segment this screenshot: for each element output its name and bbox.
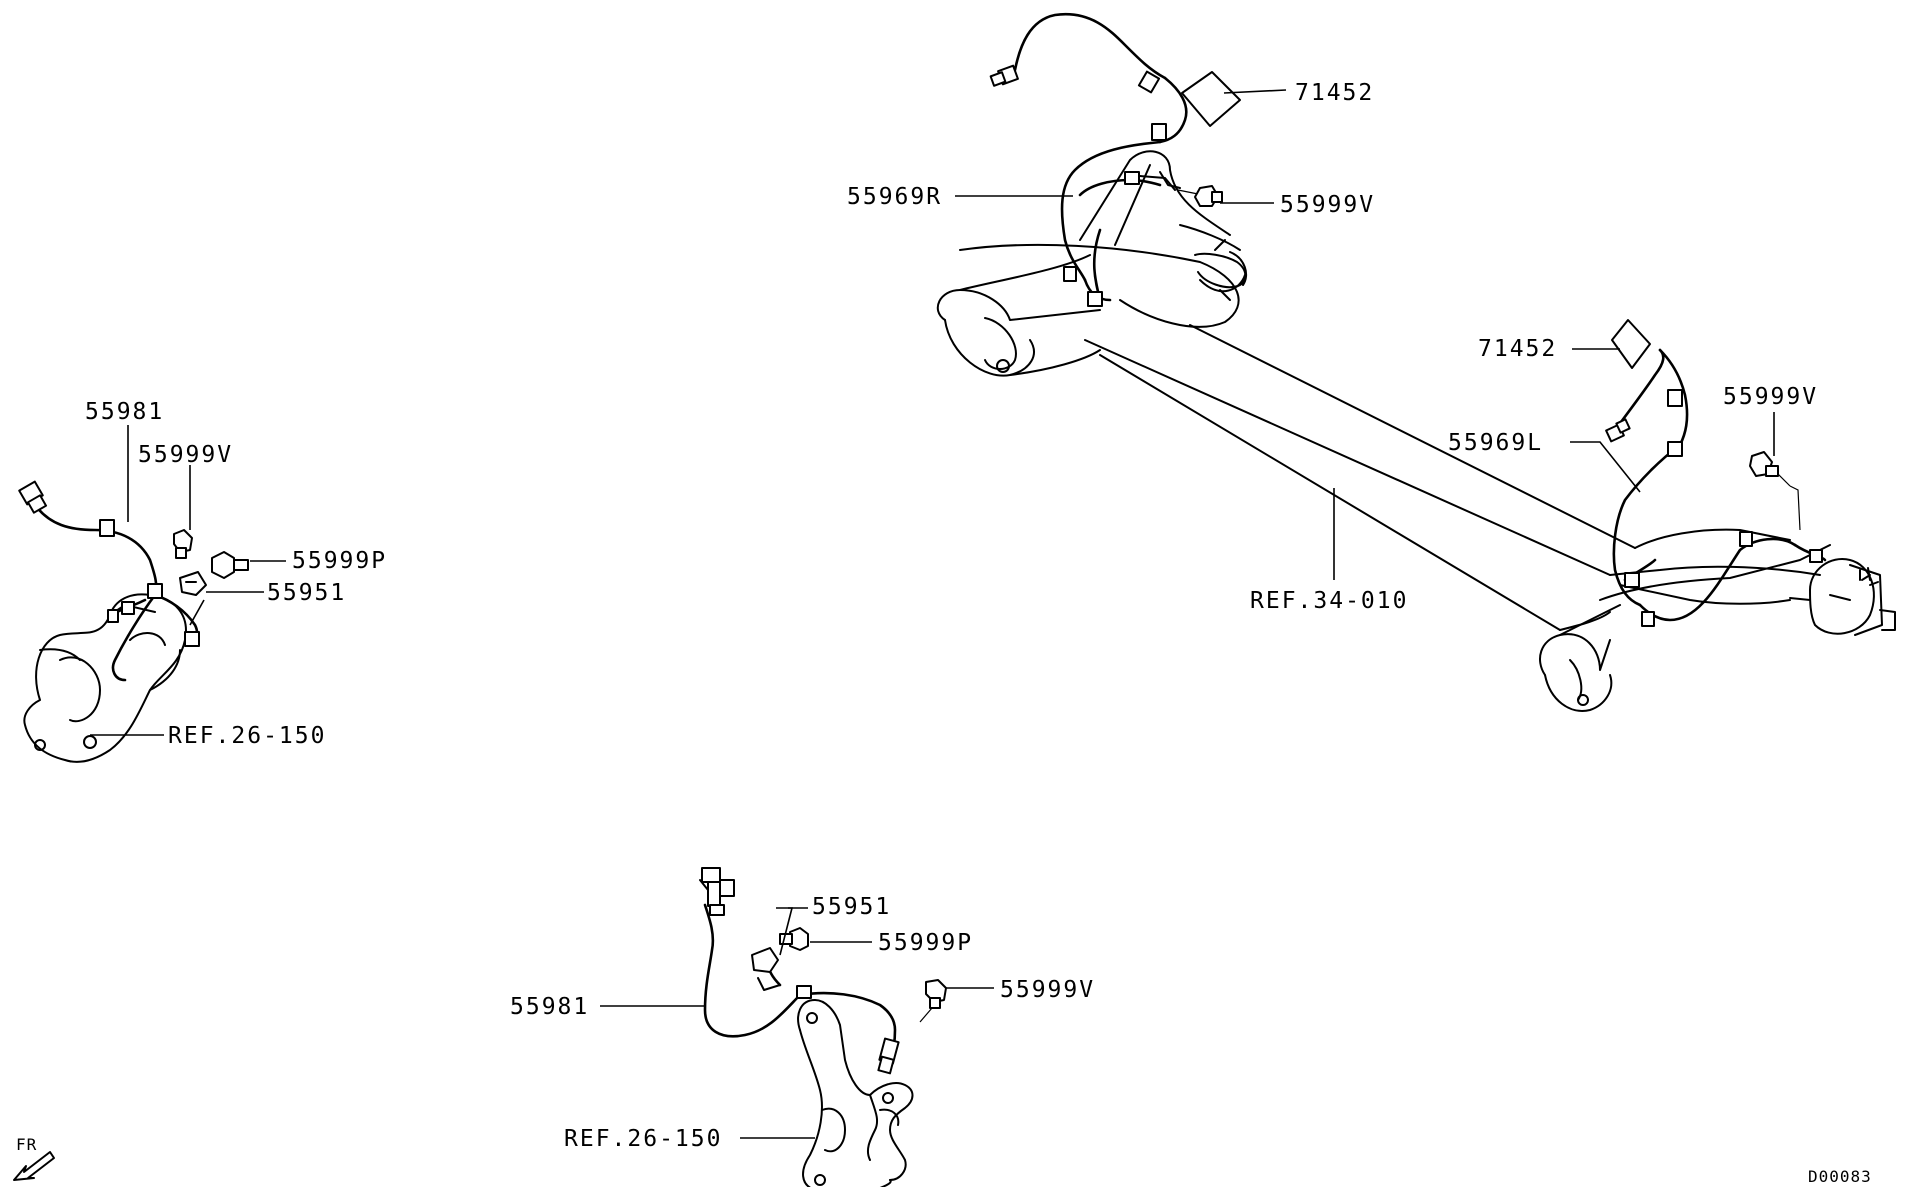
rear-left-bolt-55999v [1749,451,1801,531]
label-axle-ref: REF.34-010 [1250,588,1408,614]
label-front-right-55981: 55981 [510,994,589,1020]
label-front-left-55951: 55951 [267,580,346,606]
label-front-left-ref: REF.26-150 [168,723,326,749]
callouts: 71452 55969R 55999V 71452 55999V 55969L … [85,80,1818,1152]
front-arrow-icon [13,1151,55,1181]
label-front-right-55999v: 55999V [1000,977,1095,1003]
label-rear-55969l: 55969L [1448,430,1543,456]
front-right-knuckle [797,999,914,1187]
front-left-clip-55951 [179,571,207,596]
rear-axle-beam [936,150,1896,712]
rear-right-harness-55969r [989,12,1188,307]
rear-right-label-plate [1181,71,1241,127]
label-rear-right-55999v: 55999V [1280,192,1375,218]
label-rear-55969r: 55969R [847,184,942,210]
diagram-code: D00083 [1808,1167,1872,1186]
front-right-sensor-55981 [699,867,900,1075]
label-front-left-55981: 55981 [85,399,164,425]
label-rear-71452: 71452 [1295,80,1374,106]
label-rear-left-55999v: 55999V [1723,384,1818,410]
front-left-sensor-55981 [18,480,200,682]
leader-lines [90,89,1775,1139]
front-left-knuckle [23,593,187,763]
front-left-bolt-55999v [173,529,193,559]
rear-left-harness-55969l [1605,348,1827,627]
label-front-right-55951: 55951 [812,894,891,920]
label-front-right-55999p: 55999P [878,930,973,956]
front-right-clip-55951 [751,947,781,991]
label-front-left-55999p: 55999P [292,548,387,574]
label-front-right-ref: REF.26-150 [564,1126,722,1152]
front-left-bolt-55999p [211,551,249,579]
front-right-bolt-55999v [919,979,947,1023]
rear-left-label-plate [1611,319,1651,369]
rear-right-bolt-55999v [1177,185,1223,207]
label-front-left-55999v: 55999V [138,442,233,468]
front-direction-indicator: FR [13,1135,55,1181]
direction-label: FR [16,1135,37,1154]
label-rear-left-71452: 71452 [1478,336,1557,362]
